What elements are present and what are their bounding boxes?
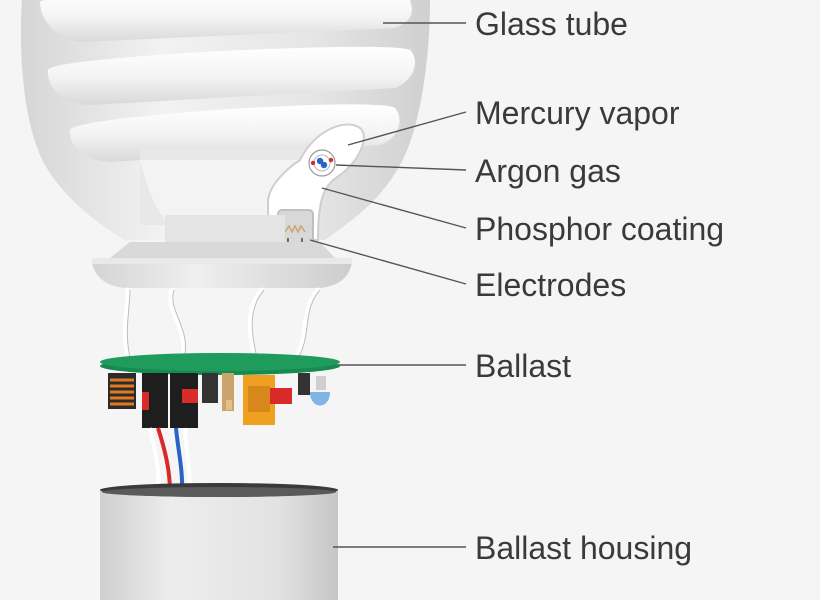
label-mercury-vapor: Mercury vapor (475, 95, 680, 131)
leader-electrodes (309, 239, 467, 285)
label-glass-tube: Glass tube (475, 6, 628, 42)
ballast-housing (100, 483, 338, 600)
label-ballast-housing: Ballast housing (475, 530, 693, 566)
label-phosphor-coating: Phosphor coating (475, 211, 725, 247)
bulb-base (92, 215, 352, 288)
ballast-circuit (100, 353, 340, 493)
leader-mercury-vapor (347, 111, 467, 146)
leader-lines (309, 22, 467, 548)
label-ballast: Ballast (475, 348, 572, 384)
lead-wires (122, 287, 321, 361)
label-argon-gas: Argon gas (475, 153, 621, 189)
atom-icon (308, 149, 336, 177)
leader-phosphor-coating (321, 187, 467, 229)
label-electrodes: Electrodes (475, 267, 627, 303)
leader-argon-gas (335, 164, 467, 171)
glass-bulb (20, 0, 430, 251)
lead-wire-shading (126, 289, 321, 359)
